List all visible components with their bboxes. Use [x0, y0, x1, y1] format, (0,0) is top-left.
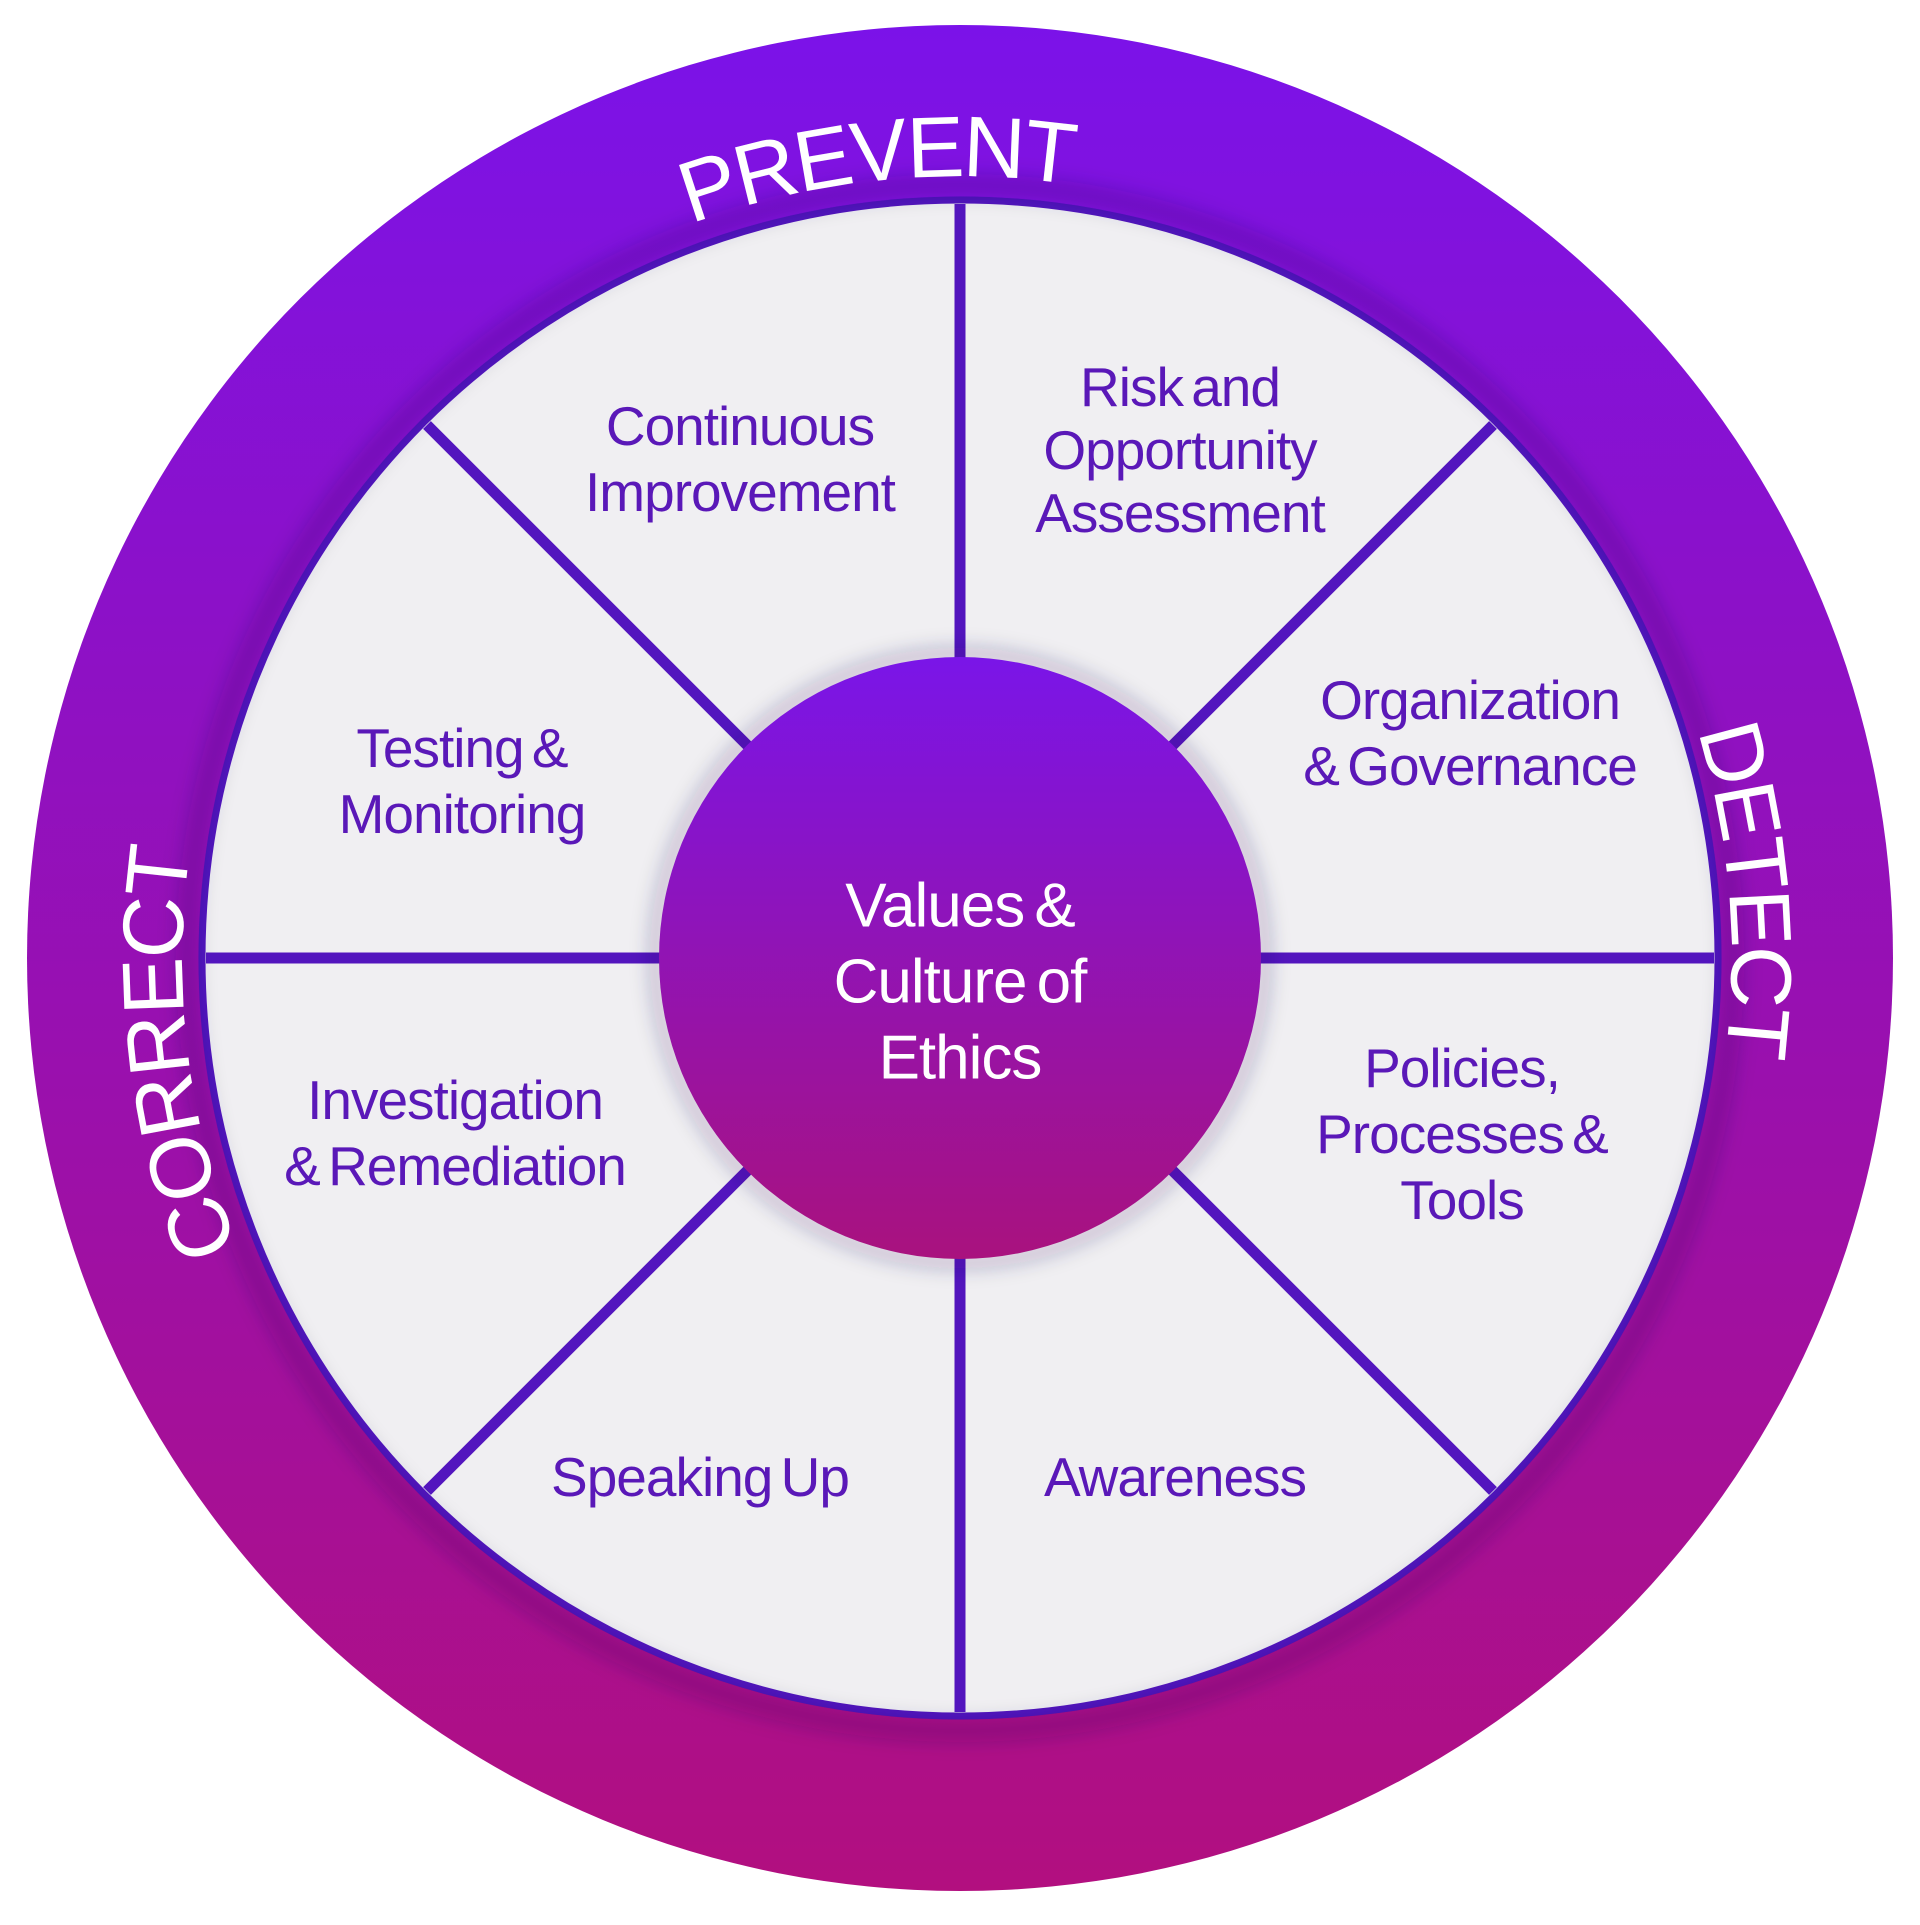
spoke-top-left	[423, 421, 759, 757]
segment-label-investigation-line2: & Remediation	[284, 1135, 626, 1197]
spoke-bottom-left	[423, 1159, 759, 1495]
segment-label-organization-governance-line1: Organization	[1320, 669, 1620, 731]
center-label: Values & Culture of Ethics	[834, 872, 1090, 1093]
segment-label-risk-opportunity-line3: Assessment	[1035, 482, 1325, 544]
segment-label-risk-opportunity-line2: Opportunity	[1043, 419, 1318, 481]
segment-label-policies-line2: Processes &	[1316, 1103, 1608, 1165]
segment-label-risk-opportunity-line1: Risk and	[1080, 356, 1280, 418]
segment-label-testing-line1: Testing &	[356, 717, 568, 779]
segment-label-continuous-improvement-line2: Improvement	[585, 461, 896, 523]
center-circle-shadow	[648, 646, 1272, 1270]
center-label-line3: Ethics	[879, 1024, 1042, 1093]
segment-label-testing-line2: Monitoring	[339, 783, 586, 845]
center-label-line2: Culture of	[834, 948, 1089, 1017]
segment-label-organization-governance-line2: & Governance	[1303, 735, 1637, 797]
segment-labels: Continuous Improvement Risk and Opportun…	[284, 356, 1638, 1508]
spoke-bottom-right	[1161, 1159, 1497, 1495]
segment-label-policies-line1: Policies,	[1364, 1037, 1560, 1099]
spoke-top-right	[1161, 421, 1497, 757]
center-label-line1: Values &	[845, 872, 1075, 941]
center-circle	[659, 657, 1261, 1259]
divider-spokes	[206, 204, 1714, 1712]
segment-label-investigation-line1: Investigation	[307, 1069, 603, 1131]
segment-label-awareness: Awareness	[1044, 1446, 1306, 1508]
segment-label-policies-line3: Tools	[1400, 1169, 1523, 1231]
ring-inner-shadow	[176, 174, 1744, 1742]
segment-label-speaking-up: Speaking Up	[551, 1446, 849, 1508]
segment-label-continuous-improvement-line1: Continuous	[606, 395, 874, 457]
